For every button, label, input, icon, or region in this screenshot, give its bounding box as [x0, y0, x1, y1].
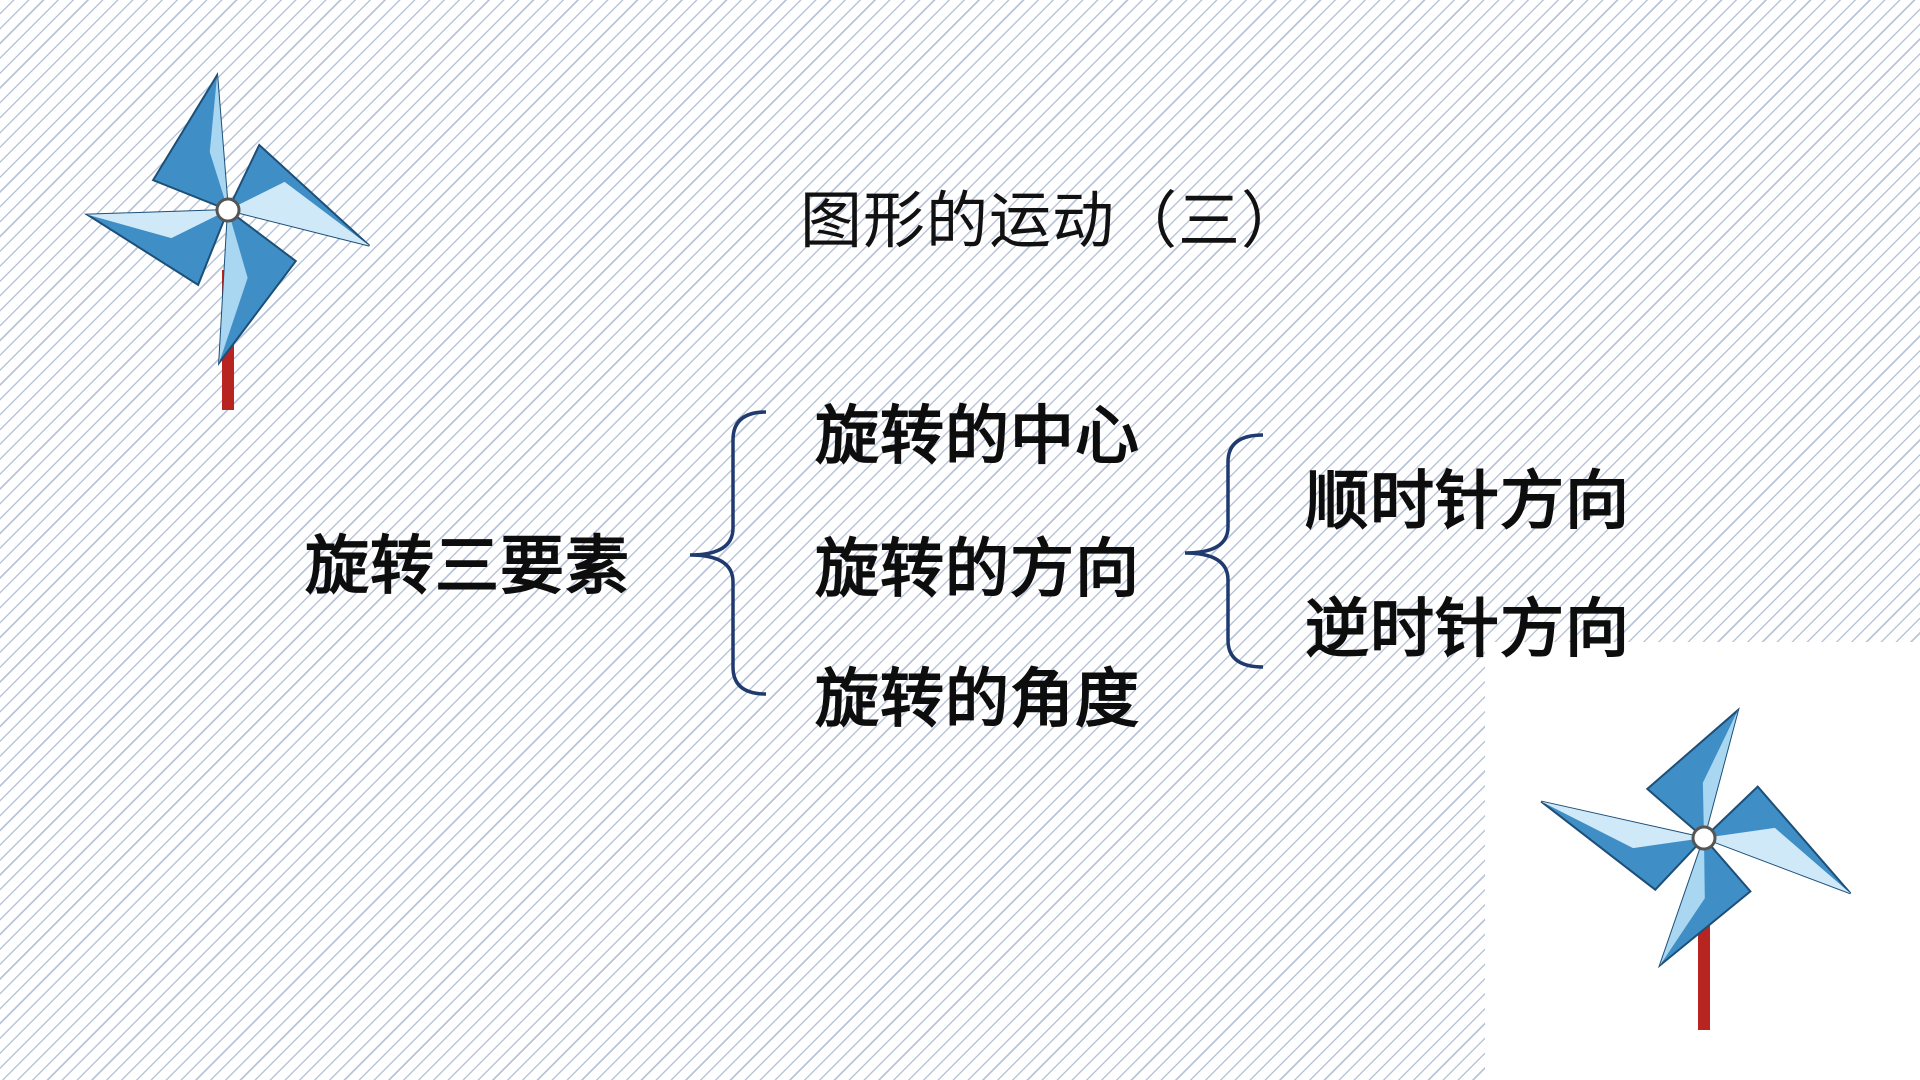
direction-counterclockwise: 逆时针方向 [1305, 593, 1630, 667]
page-title: 图形的运动（三） [800, 184, 1305, 257]
element-angle: 旋转的角度 [815, 663, 1140, 737]
direction-clockwise: 顺时针方向 [1305, 465, 1630, 539]
pinwheel-icon [1540, 707, 1852, 1030]
element-direction: 旋转的方向 [815, 533, 1140, 607]
element-center: 旋转的中心 [815, 400, 1140, 474]
pinwheel-icon [83, 72, 370, 410]
root-label: 旋转三要素 [305, 530, 630, 604]
